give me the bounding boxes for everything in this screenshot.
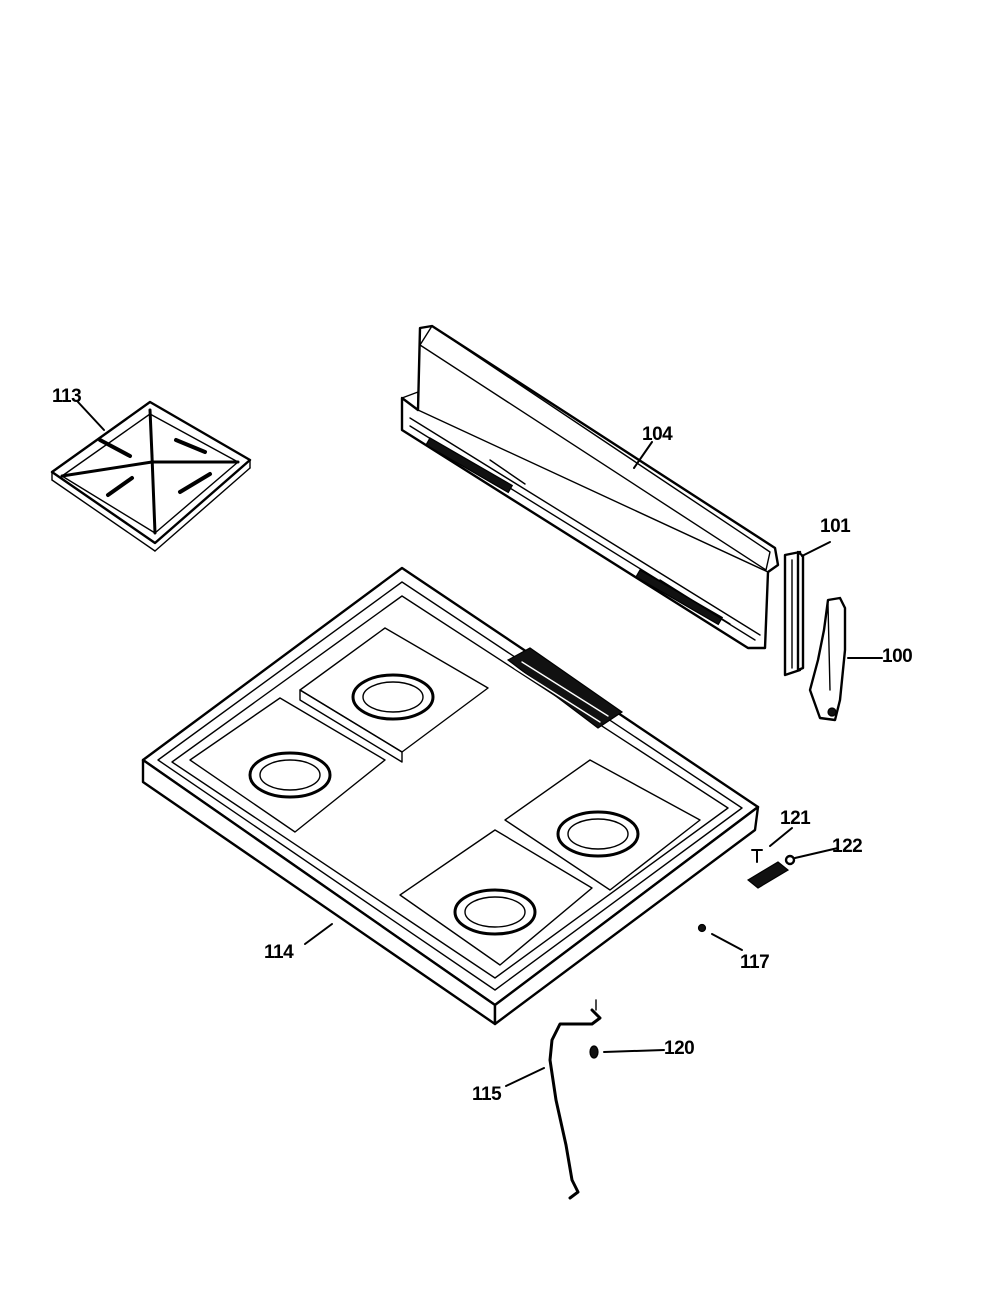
retaining-clip (589, 1045, 599, 1059)
callout-122: 122 (832, 836, 862, 857)
backguard-panel (400, 324, 780, 650)
igniter-electrode (746, 854, 796, 889)
burner-grate (50, 400, 252, 552)
callout-100: 100 (882, 646, 912, 667)
cooktop-main-top (141, 566, 760, 1026)
support-rod (548, 999, 602, 1200)
end-cap-bracket (808, 596, 847, 722)
callout-115: 115 (472, 1084, 502, 1105)
backguard-end-trim (783, 550, 805, 677)
callout-101: 101 (820, 516, 851, 537)
screw-small (751, 849, 763, 863)
callout-104: 104 (642, 424, 673, 445)
callout-120: 120 (664, 1038, 694, 1059)
callout-labels: 113 104 101 100 121 122 114 117 120 115 (52, 386, 913, 1105)
callout-121: 121 (780, 808, 811, 829)
leader-lines (77, 401, 883, 1087)
callout-117: 117 (740, 952, 769, 973)
screw-117 (697, 923, 707, 933)
callout-113: 113 (52, 386, 81, 407)
callout-114: 114 (264, 942, 294, 963)
